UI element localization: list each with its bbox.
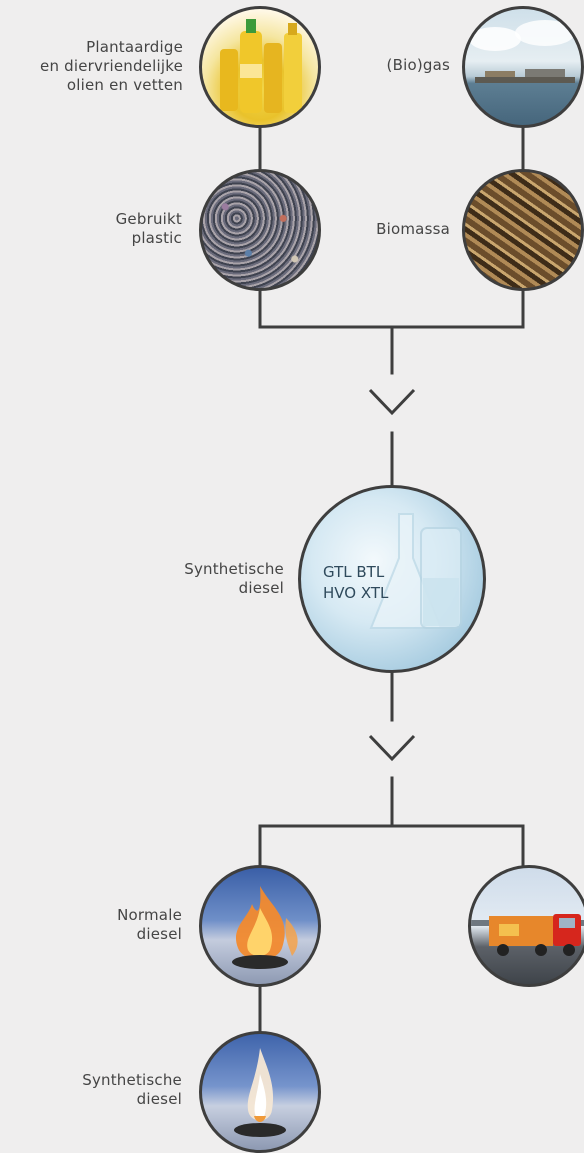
synthetic-flame-label-line-1: Synthetische [82, 1071, 182, 1089]
oils-label-line-2: en diervriendelijke [40, 57, 183, 75]
normal-diesel-image [199, 865, 321, 987]
biomass-label-line-1: Biomassa [376, 220, 450, 238]
biogas-image [462, 6, 584, 128]
synthetic-image: GTL BTL HVO XTL [298, 485, 486, 673]
biomass-image [462, 169, 584, 291]
normal-diesel-label-line-1: Normale [117, 906, 182, 924]
synthetic-inner-line-1: GTL BTL [323, 563, 385, 581]
plastic-label-line-1: Gebruikt [115, 210, 182, 228]
chevron-down-icon [368, 388, 416, 416]
synthetic-label-line-2: diesel [238, 579, 284, 597]
truck-illustration [471, 914, 584, 956]
chevron-down-icon [368, 734, 416, 762]
oils-label-line-3: olien en vetten [66, 76, 183, 94]
synthetic-flame-label: Synthetische diesel [82, 1071, 182, 1109]
harbour-illustration [469, 20, 575, 83]
synthetic-inner-line-2: HVO XTL [323, 584, 389, 602]
connector-merge-top [258, 288, 525, 329]
plastic-label-line-2: plastic [131, 229, 182, 247]
plastic-label: Gebruikt plastic [116, 210, 182, 248]
oils-label: Plantaardige en diervriendelijke olien e… [40, 38, 183, 95]
plastic-image [199, 169, 321, 291]
normal-diesel-label-line-2: diesel [136, 925, 182, 943]
glassware-illustration [369, 513, 462, 629]
synthetic-flame-label-line-2: diesel [136, 1090, 182, 1108]
synthetic-inner-text: GTL BTL HVO XTL [323, 562, 388, 604]
biogas-label-line-1: (Bio)gas [386, 56, 450, 74]
flame-icon [232, 886, 298, 969]
biogas-label: (Bio)gas [387, 56, 450, 75]
synthetic-label-line-1: Synthetische [184, 560, 284, 578]
connector-split-bottom [258, 824, 525, 868]
flame-icon [234, 1048, 286, 1137]
bottles-illustration [220, 19, 302, 113]
oils-image [199, 6, 321, 128]
synthetic-label: Synthetische diesel [184, 560, 284, 598]
normal-diesel-label: Normale diesel [117, 906, 182, 944]
biomass-label: Biomassa [376, 220, 450, 239]
oils-label-line-1: Plantaardige [86, 38, 183, 56]
truck-image [468, 865, 584, 987]
synthetic-flame-image [199, 1031, 321, 1153]
